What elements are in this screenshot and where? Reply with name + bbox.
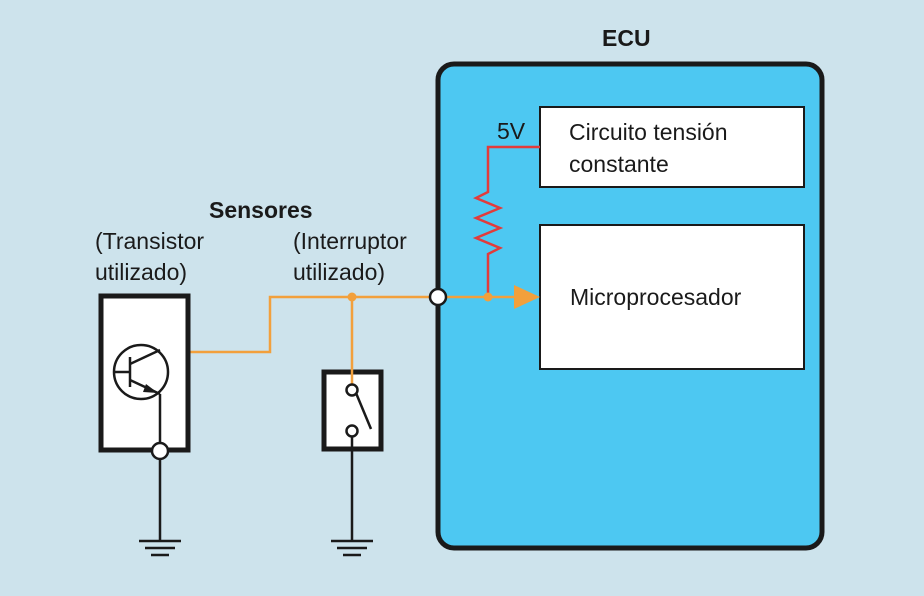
microprocessor-label: Microprocesador: [570, 284, 742, 310]
transistor-label-line2: utilizado): [95, 259, 188, 285]
pullup-resistor-line: [472, 145, 540, 297]
switch-ground-icon: [331, 539, 373, 557]
signal-line: [160, 295, 518, 354]
transistor-terminal: [150, 441, 170, 461]
transistor-symbol-icon: [112, 343, 170, 445]
transistor-ground-icon: [139, 539, 181, 557]
ecu-input-terminal: [428, 287, 448, 307]
microprocessor-box: [539, 224, 805, 370]
switch-label-line2: utilizado): [293, 259, 386, 285]
constant-voltage-circuit-label-line2: constante: [569, 151, 669, 177]
junction-dot-pullup: [483, 292, 493, 302]
sensors-title: Sensores: [209, 197, 313, 223]
transistor-emitter-arrow-icon: [143, 384, 158, 393]
switch-contact-icon: [345, 383, 373, 438]
switch-label-line1: (Interruptor: [293, 228, 407, 254]
constant-voltage-circuit-box: [539, 106, 805, 188]
constant-voltage-circuit-label-line1: Circuito tensión: [569, 119, 728, 145]
transistor-label-line1: (Transistor: [95, 228, 205, 254]
voltage-label: 5V: [497, 118, 526, 144]
signal-arrow-icon: [514, 285, 540, 309]
ecu-title: ECU: [602, 25, 651, 51]
